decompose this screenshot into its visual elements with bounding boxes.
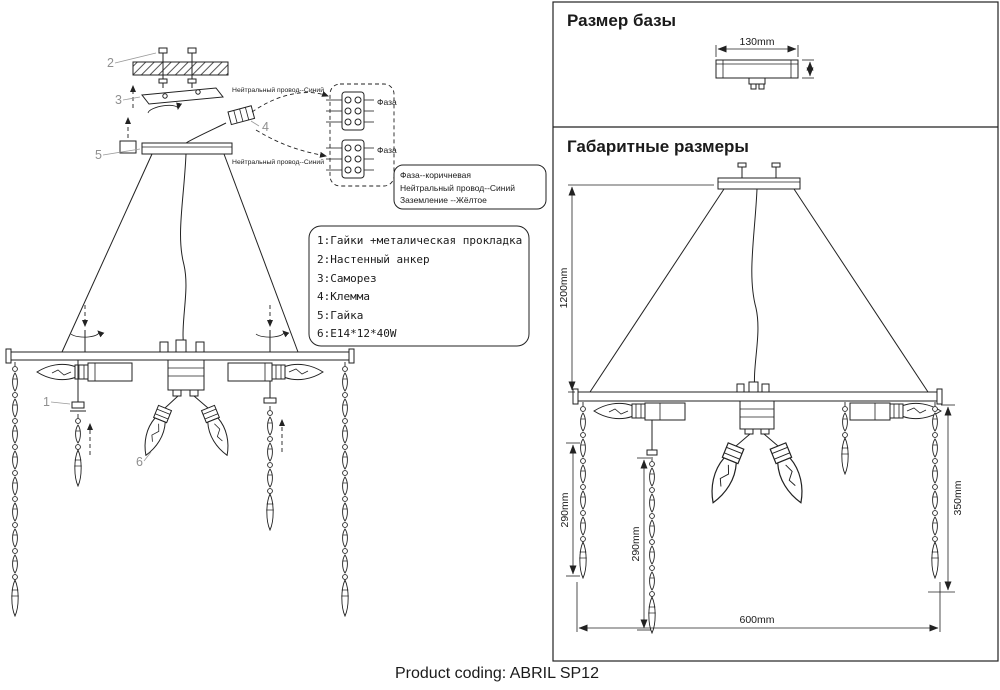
panel-frame <box>552 1 999 662</box>
candle-bulb-center-left <box>138 404 173 459</box>
callout-5: 5 <box>95 148 102 162</box>
candle-bulb-center-right <box>200 404 235 459</box>
candle-bulb-right <box>271 363 324 381</box>
suspension-wire-left <box>61 153 153 353</box>
right-panel-border <box>552 1 999 662</box>
legend-phase: Фаза--коричневая <box>400 170 471 180</box>
product-coding-text: Product coding: ABRIL SP12 <box>395 665 599 682</box>
dim-600-label: 600mm <box>739 614 774 626</box>
phase-label-top: Фаза <box>377 97 397 107</box>
crystal-strand <box>74 414 82 486</box>
suspension-wire-left <box>589 188 725 393</box>
wiring-detail: Нейтральный провод--Синий Нейтральный пр… <box>232 83 397 187</box>
power-cord <box>180 153 187 353</box>
dim-canopy <box>717 162 801 190</box>
rod-nut <box>71 401 85 409</box>
rotation-arrow <box>70 330 105 338</box>
base-drawing <box>715 59 799 90</box>
chandelier-bar <box>5 305 355 364</box>
callout-numbers: 2 3 4 5 1 6 <box>43 52 269 469</box>
rod-nut <box>263 397 277 404</box>
callout-2: 2 <box>107 56 114 70</box>
dimension-290-left: 290mm <box>559 442 580 577</box>
dimension-600: 600mm <box>576 582 941 632</box>
rotation-arrow <box>147 102 183 114</box>
bulb-holder-right <box>227 362 273 382</box>
candle-bulb-left <box>36 363 89 381</box>
parts-list-item: 1:Гайки +металическая прокладка <box>317 234 522 247</box>
dim-1200-label: 1200mm <box>558 267 570 308</box>
legend-neutral: Нейтральный провод--Синий <box>400 183 515 193</box>
callout-4: 4 <box>262 120 269 134</box>
suspension-wire-right <box>793 188 929 393</box>
dim-290-left-label: 290mm <box>559 492 571 527</box>
power-cord <box>751 188 759 393</box>
crystal-strand <box>931 402 939 578</box>
base-size-panel: Размер базы 130mm <box>567 11 814 90</box>
mounting-bracket <box>141 87 224 114</box>
ceiling-mount <box>132 47 229 88</box>
callout-3: 3 <box>115 93 122 107</box>
crystal-strand <box>841 402 849 474</box>
candle-bulb-left <box>593 402 646 420</box>
power-cord-upper <box>185 122 227 144</box>
parts-list: 1:Гайки +металическая прокладка 2:Настен… <box>308 225 530 347</box>
dimension-290-middle: 290mm <box>630 457 651 631</box>
callout-6: 6 <box>136 455 143 469</box>
parts-list-item: 3:Саморез <box>317 272 377 285</box>
base-panel-title: Размер базы <box>567 11 676 30</box>
clamp-to-wiring-arrow <box>251 91 329 113</box>
canopy <box>119 140 233 155</box>
parts-list-item: 2:Настенный анкер <box>317 253 430 266</box>
clamp-to-wiring-arrow <box>255 129 327 158</box>
parts-list-item: 5:Гайка <box>317 309 363 322</box>
crystal-strand <box>648 457 656 633</box>
suspension-wire-right <box>223 153 299 353</box>
overall-dimensions-panel: Габаритные размеры <box>558 137 964 633</box>
crystal-strand <box>341 362 349 616</box>
wiring-detail-outline <box>329 83 395 187</box>
anchor-bolt <box>187 47 197 88</box>
dimension-1200: 1200mm <box>558 184 714 393</box>
dim-center-hub <box>735 400 779 447</box>
base-height-marks <box>802 59 814 79</box>
terminal-clamp <box>227 105 256 126</box>
terminal-block-bottom <box>326 139 374 179</box>
dim-bulb-holder-left <box>644 402 686 421</box>
crystal-strand <box>266 406 274 530</box>
crystal-strand <box>11 362 19 616</box>
neutral-wire-label-top: Нейтральный провод--Синий <box>232 86 324 94</box>
dim-290-middle-label: 290mm <box>630 526 642 561</box>
candle-bulb-center-right <box>768 441 811 507</box>
bulb-holder-left <box>87 362 133 382</box>
dimensions-panel-title: Габаритные размеры <box>567 137 749 156</box>
dimension-130: 130mm <box>715 36 799 57</box>
dim-bulb-holder-right <box>849 402 891 421</box>
parts-list-item: 6:E14*12*40W <box>317 327 397 340</box>
phase-label-bottom: Фаза <box>377 145 397 155</box>
callout-1: 1 <box>43 395 50 409</box>
legend-ground: Заземление --Жёлтое <box>400 195 487 205</box>
wire-color-legend: Фаза--коричневая Нейтральный провод--Син… <box>393 164 547 210</box>
installation-diagram: Нейтральный провод--Синий Нейтральный пр… <box>5 47 547 616</box>
candle-bulb-center-left <box>703 441 746 507</box>
dim-350-label: 350mm <box>952 480 964 515</box>
dim-130-label: 130mm <box>739 36 774 48</box>
crystal-strand <box>579 402 587 578</box>
dimension-350: 350mm <box>928 404 964 593</box>
rod-nut <box>646 449 658 456</box>
anchor-bolt <box>158 47 168 88</box>
neutral-wire-label-bottom: Нейтральный провод--Синий <box>232 158 324 166</box>
center-hub <box>164 359 209 409</box>
ceiling-hatch <box>132 61 229 76</box>
terminal-block-top <box>326 91 374 131</box>
parts-list-item: 4:Клемма <box>317 290 370 303</box>
rotation-arrow <box>255 330 290 338</box>
